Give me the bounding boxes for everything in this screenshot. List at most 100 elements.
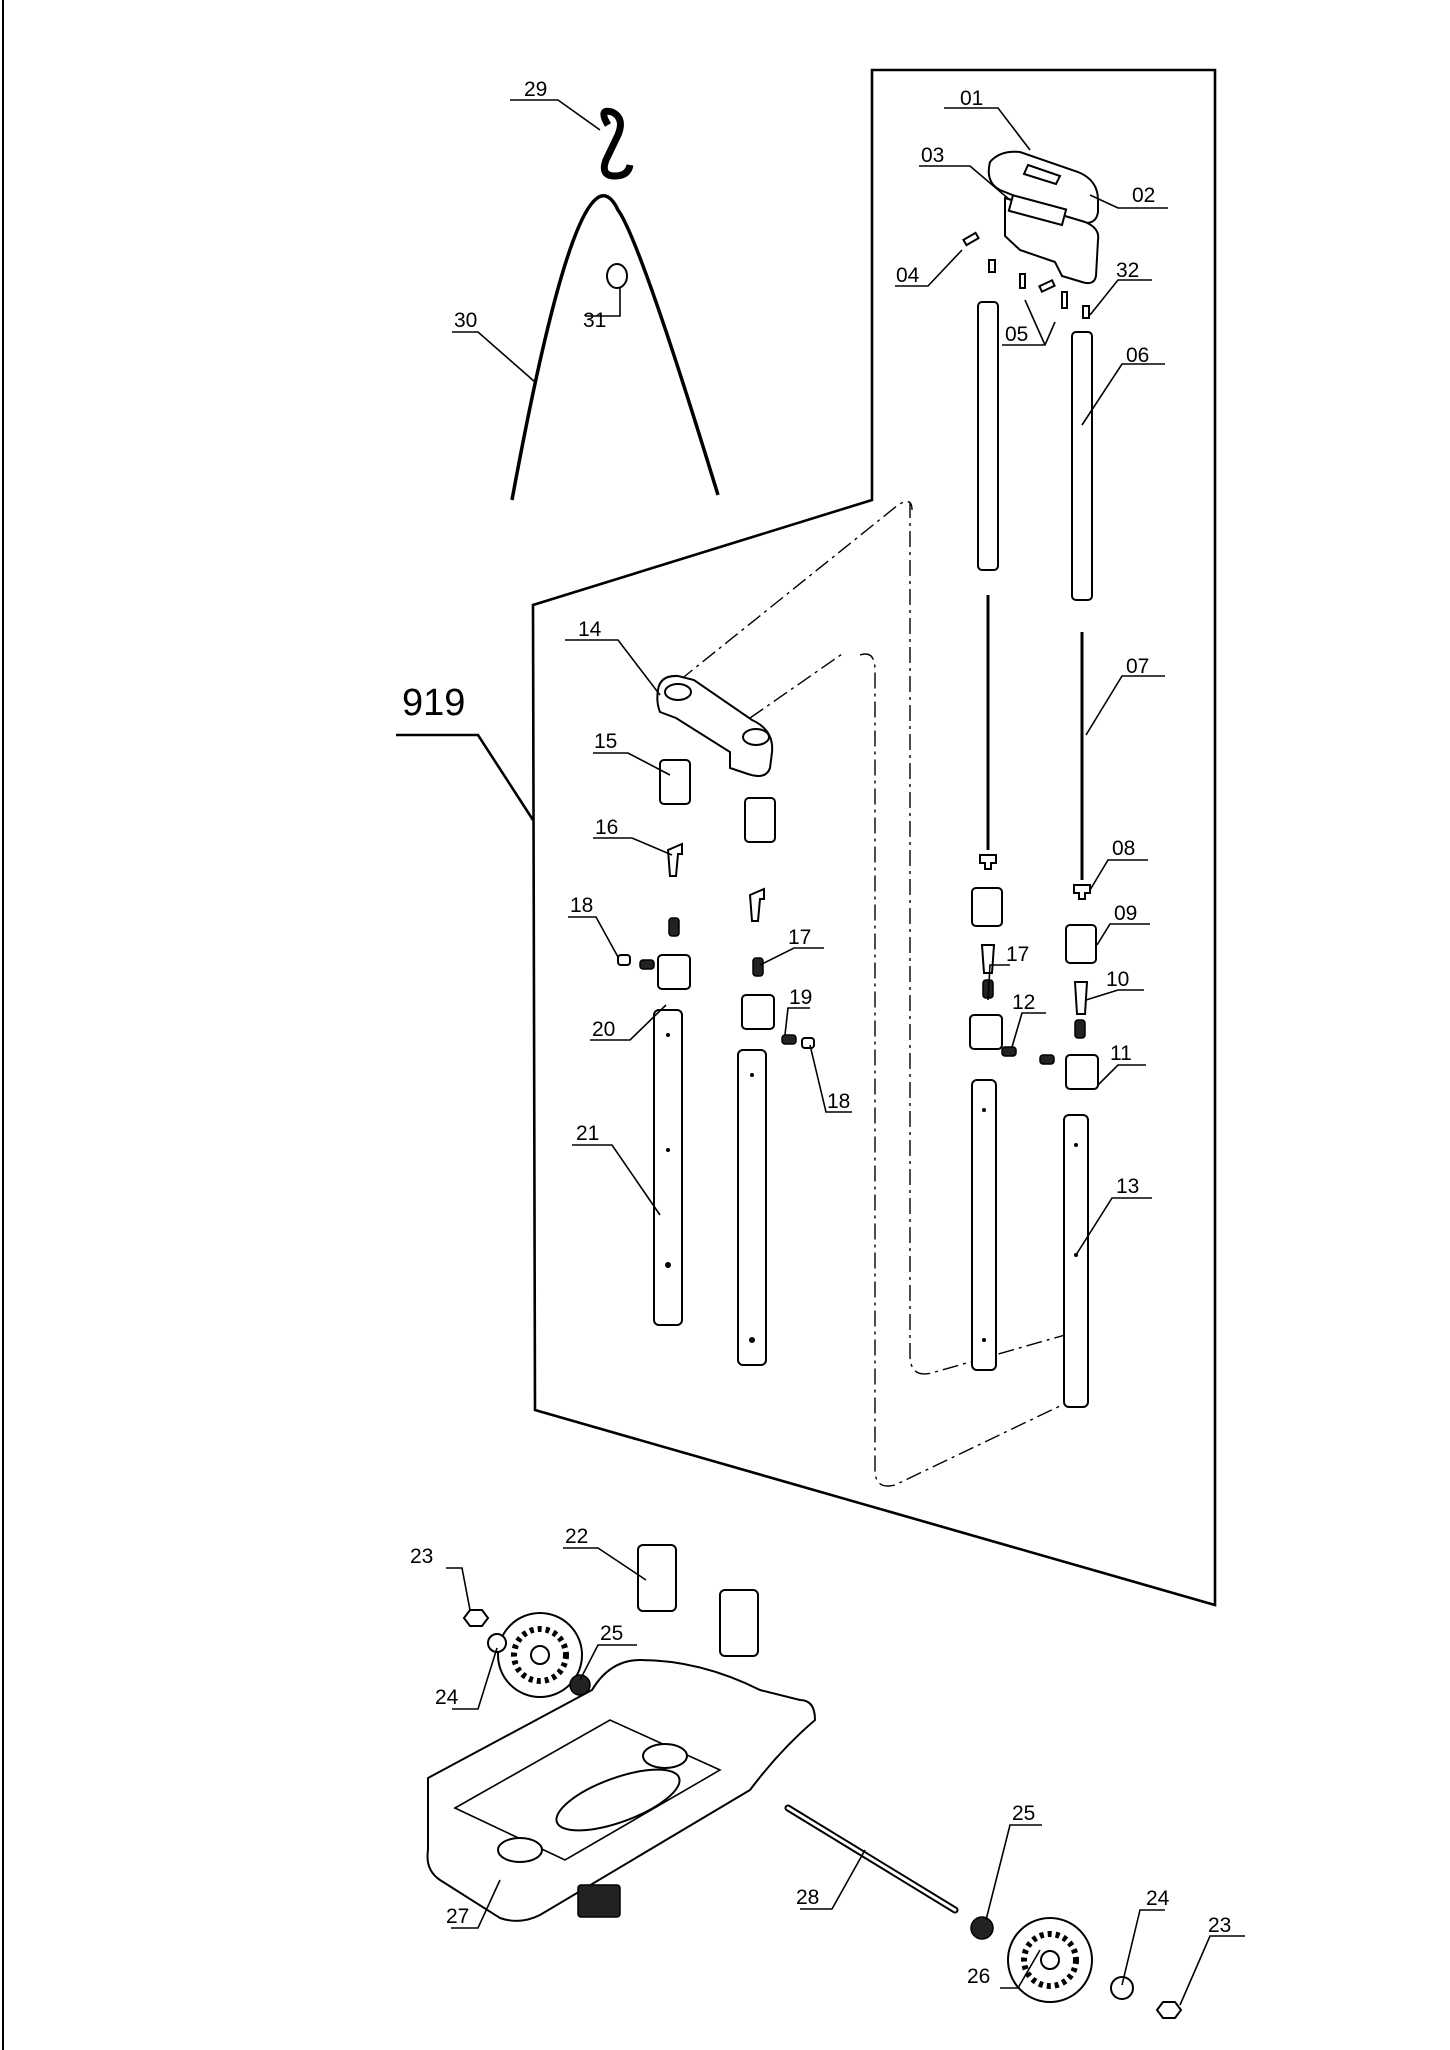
- lock-housing-left: [969, 1014, 1003, 1050]
- callout-32: 32: [1116, 259, 1139, 282]
- screw-32: [1082, 305, 1090, 319]
- base-opening-small: [642, 1743, 688, 1769]
- callout-24-left: 24: [435, 1686, 459, 1709]
- callout-05: 05: [1005, 323, 1028, 346]
- callout-31: 31: [583, 309, 606, 332]
- handle-grip-slot: [1022, 163, 1062, 186]
- callout-28: 28: [796, 1886, 819, 1909]
- bushing-25-right: [970, 1916, 994, 1940]
- callout-13: 13: [1116, 1175, 1139, 1198]
- lower-tube-left-right-group: [971, 1079, 997, 1371]
- callout-01: 01: [960, 87, 983, 110]
- tube-hole: [665, 1262, 671, 1268]
- spring-right-2: [1074, 1019, 1086, 1039]
- screw-05a: [988, 259, 996, 273]
- callout-30: 30: [454, 309, 477, 332]
- spring-17-left: [752, 957, 764, 977]
- lock-housing-20: [657, 954, 691, 990]
- upper-tube-left: [977, 301, 999, 571]
- pin-05d: [1038, 278, 1056, 294]
- bushing-24-right: [1110, 1976, 1134, 2000]
- callout-18-right: 18: [827, 1090, 850, 1113]
- guide-09: [1065, 924, 1097, 964]
- lock-housing-11: [1065, 1054, 1099, 1090]
- callout-12: 12: [1012, 991, 1035, 1014]
- tube-hole: [1074, 1143, 1078, 1147]
- latch-16-right: [748, 887, 765, 922]
- callout-11: 11: [1110, 1042, 1132, 1065]
- callout-14: 14: [578, 618, 602, 641]
- screw-05c: [1061, 291, 1068, 309]
- lower-tube-13: [1063, 1114, 1089, 1408]
- wheel-right-center: [1040, 1950, 1060, 1970]
- spring-left-horiz: [639, 959, 655, 970]
- bushing-25-left: [569, 1674, 591, 1696]
- wheel-left-center: [530, 1645, 550, 1665]
- assembly-ref-leader: [396, 733, 535, 821]
- callout-26: 26: [967, 1965, 990, 1988]
- bungee-cord: [510, 194, 720, 501]
- wheel-right-hub: [1021, 1931, 1079, 1989]
- screw-05b: [1019, 273, 1026, 289]
- callout-25-left: 25: [600, 1622, 623, 1645]
- tube-hole: [749, 1337, 755, 1343]
- button-18-right: [801, 1037, 815, 1049]
- spring-left: [668, 917, 680, 937]
- nut-23-right: [1155, 2001, 1183, 2019]
- cross-bar-socket-left: [664, 683, 692, 701]
- callout-08: 08: [1112, 837, 1135, 860]
- callout-21: 21: [576, 1122, 599, 1145]
- callout-19: 19: [789, 986, 812, 1009]
- button-18-left: [617, 954, 631, 966]
- tube-socket-22-left: [637, 1544, 677, 1612]
- callout-10: 10: [1106, 968, 1129, 991]
- callout-leaders: [446, 99, 1245, 2006]
- callout-27: 27: [446, 1905, 469, 1928]
- callout-17-right: 17: [1006, 943, 1029, 966]
- wheel-left-hub: [511, 1626, 569, 1684]
- rod-cap-left: [979, 854, 997, 870]
- callout-04: 04: [896, 264, 920, 287]
- spring-19: [781, 1034, 797, 1045]
- bungee-hook: [600, 107, 634, 180]
- callout-25-right: 25: [1012, 1802, 1035, 1825]
- rod-cap-08: [1073, 884, 1091, 900]
- nut-23-left: [462, 1609, 490, 1627]
- assembly-ref-label: 919: [402, 682, 465, 724]
- latch-10: [1073, 981, 1089, 1015]
- callout-07: 07: [1126, 655, 1149, 678]
- callout-09: 09: [1114, 902, 1137, 925]
- callout-labels: 01 02 03 04 05 06 07 08 09 10 11 12 13 1…: [410, 78, 1231, 1988]
- guide-15-right: [744, 797, 776, 843]
- latch-16-left: [666, 842, 683, 877]
- spring-12b: [1039, 1054, 1055, 1065]
- lower-tube-21: [653, 1009, 683, 1326]
- base-opening: [555, 1768, 681, 1832]
- handle-pin-04: [962, 231, 980, 247]
- grommet: [606, 263, 628, 289]
- handle-base: [1004, 196, 1100, 285]
- lock-housing-right: [741, 994, 775, 1030]
- tube-hole: [982, 1338, 986, 1342]
- callout-02: 02: [1132, 184, 1155, 207]
- handle-insert: [1007, 194, 1068, 227]
- axle-inner: [786, 1806, 957, 1912]
- tube-socket-22-right: [719, 1589, 759, 1657]
- callout-23-left: 23: [410, 1545, 433, 1568]
- assembly-frame-inner-dashed-2: [859, 653, 1063, 1487]
- cross-bar-socket-right: [742, 728, 770, 746]
- callout-17-left: 17: [788, 926, 811, 949]
- callout-24-right: 24: [1146, 1887, 1170, 1910]
- latch-left: [980, 944, 996, 974]
- spring-12: [1001, 1046, 1017, 1057]
- callout-22: 22: [565, 1525, 588, 1548]
- callout-03: 03: [921, 144, 944, 167]
- callout-20: 20: [592, 1018, 615, 1041]
- handle-link-dashed-2: [749, 651, 846, 719]
- bushing-24-left: [487, 1633, 507, 1653]
- base-tread: [577, 1884, 621, 1918]
- handle-link-dashed: [679, 500, 913, 681]
- cross-bar: [656, 674, 774, 777]
- assembly-frame-upper: [531, 68, 1217, 1607]
